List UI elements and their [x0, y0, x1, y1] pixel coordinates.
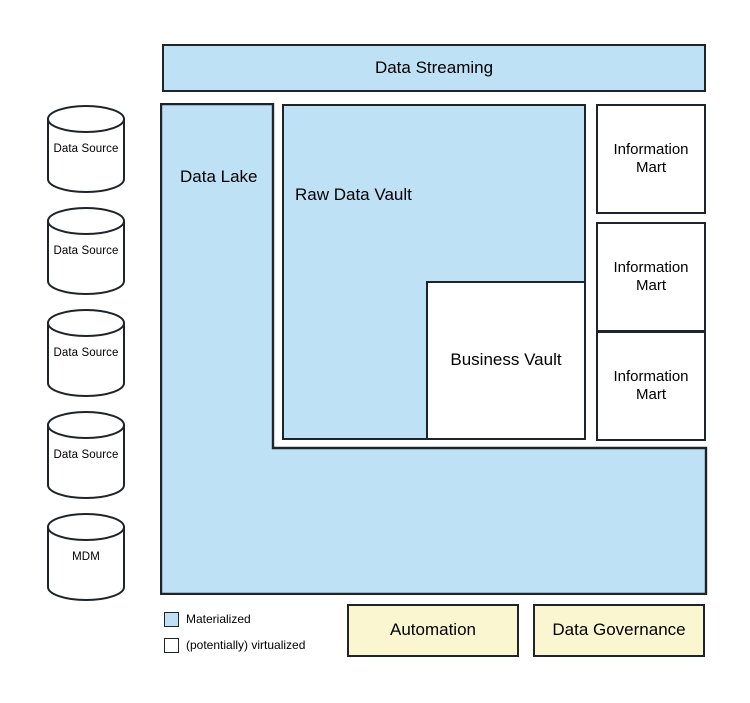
database-cylinder-icon — [47, 105, 125, 193]
information-mart-label: Information Mart — [613, 259, 689, 294]
database-cylinder-icon — [47, 513, 125, 601]
legend: Materialized (potentially) virtualized — [164, 608, 344, 660]
database-cylinder-icon — [47, 207, 125, 295]
data-streaming-bar[interactable]: Data Streaming — [162, 44, 706, 92]
data-streaming-label: Data Streaming — [374, 57, 494, 77]
business-vault-region[interactable]: Business Vault — [426, 281, 586, 440]
data-source-node-2[interactable]: Data Source — [46, 207, 126, 295]
information-mart-2[interactable]: Information Mart — [596, 222, 706, 332]
legend-swatch-materialized-icon — [164, 611, 179, 627]
automation-label: Automation — [390, 620, 476, 640]
database-cylinder-icon — [47, 411, 125, 499]
legend-label-materialized: Materialized — [186, 612, 251, 626]
data-source-node-4[interactable]: Data Source — [46, 411, 126, 499]
data-lake-region[interactable] — [160, 103, 708, 595]
data-governance-label: Data Governance — [552, 620, 686, 640]
data-lake-label: Data Lake — [180, 167, 258, 186]
information-mart-label: Information Mart — [613, 141, 689, 176]
business-vault-label: Business Vault — [450, 350, 562, 370]
automation-bar[interactable]: Automation — [347, 604, 519, 657]
legend-item-virtualized: (potentially) virtualized — [164, 634, 344, 656]
raw-data-vault-label: Raw Data Vault — [295, 185, 412, 204]
information-mart-3[interactable]: Information Mart — [596, 331, 706, 441]
information-mart-label: Information Mart — [613, 368, 689, 403]
legend-swatch-virtualized-icon — [164, 637, 179, 653]
data-governance-bar[interactable]: Data Governance — [533, 604, 705, 657]
data-source-node-3[interactable]: Data Source — [46, 309, 126, 397]
data-source-node-1[interactable]: Data Source — [46, 105, 126, 193]
information-mart-1[interactable]: Information Mart — [596, 104, 706, 214]
legend-item-materialized: Materialized — [164, 608, 344, 630]
legend-label-virtualized: (potentially) virtualized — [186, 638, 306, 652]
database-cylinder-icon — [47, 309, 125, 397]
mdm-node[interactable]: MDM — [46, 513, 126, 601]
